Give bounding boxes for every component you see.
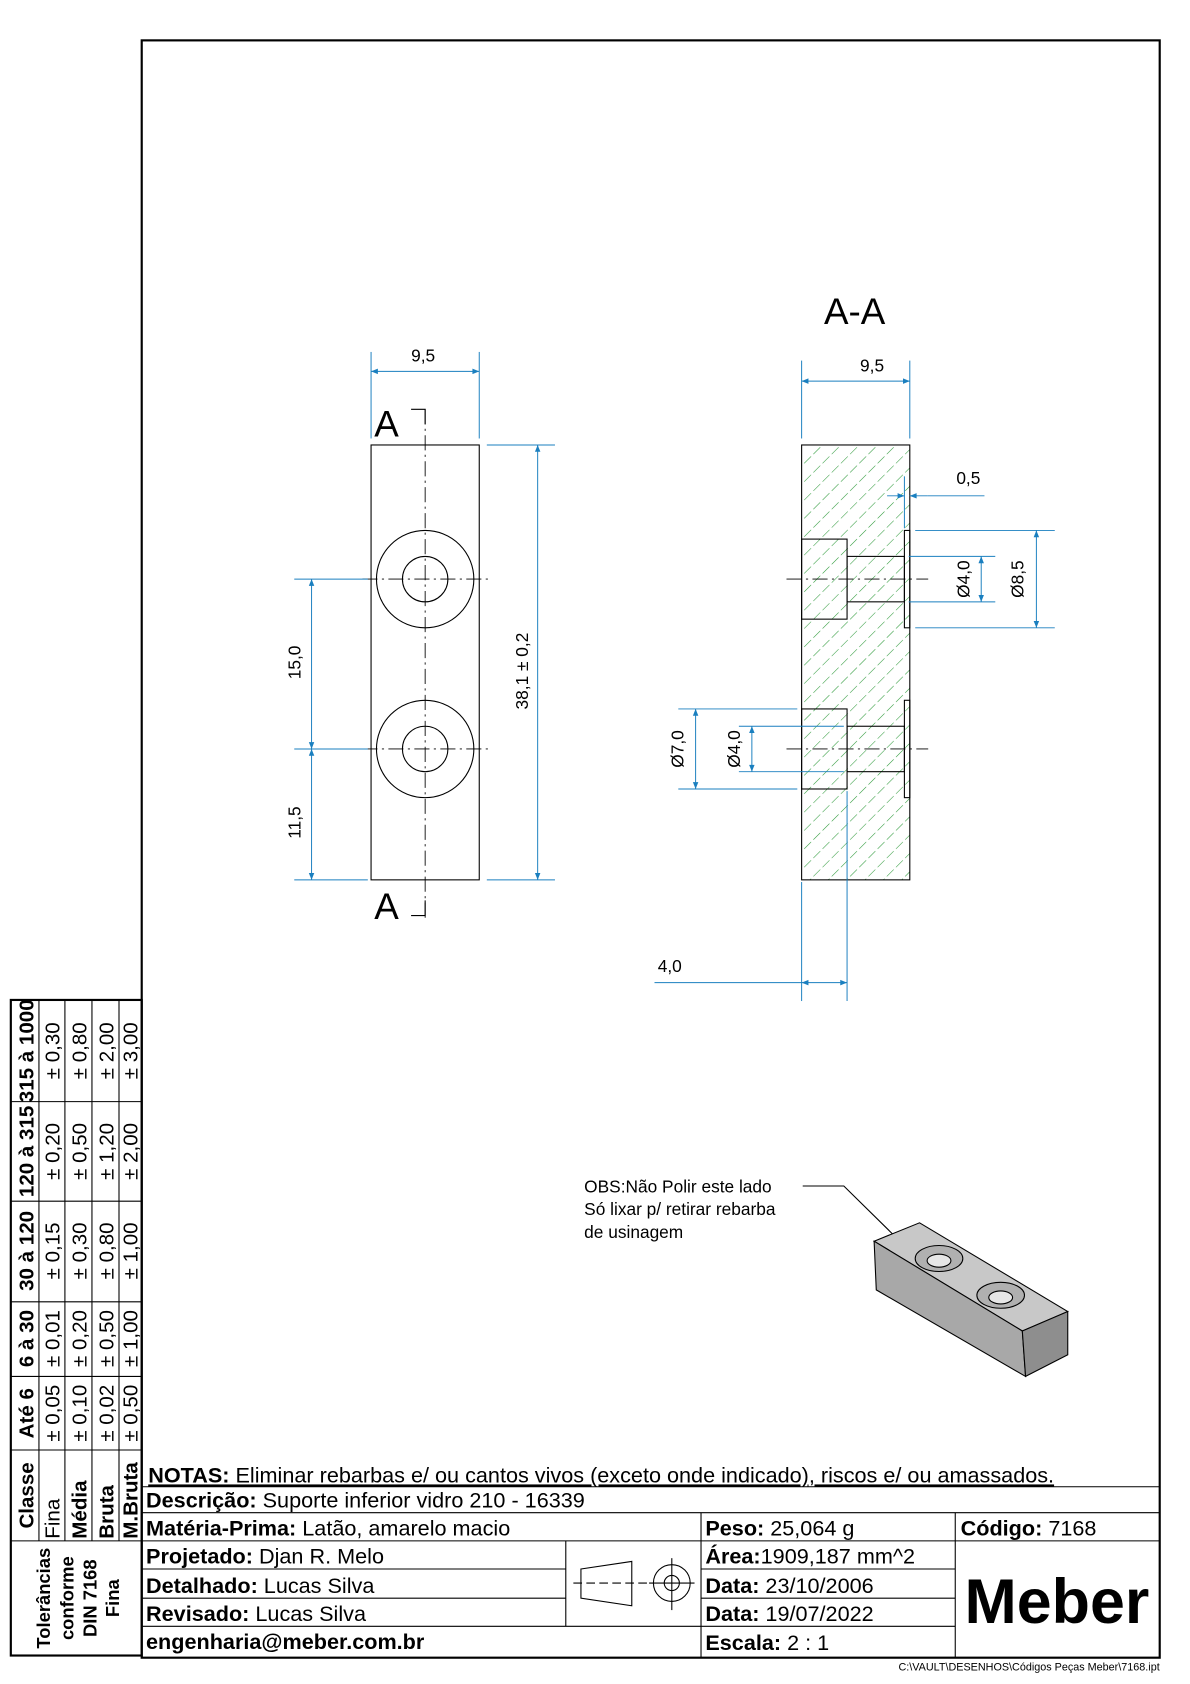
designed-by: Projetado: Djan R. Melo — [146, 1544, 384, 1569]
hole-circle — [401, 555, 449, 603]
projection-symbol-icon — [573, 1558, 695, 1611]
drawing-frame — [140, 39, 1161, 1659]
observation-note: OBS:Não Polir este lado Só lixar p/ reti… — [584, 1177, 910, 1251]
section-hatch — [801, 444, 911, 881]
tol-value: ± 0,50 — [119, 1385, 142, 1442]
dim-length: 38,1 ± 0,2 — [512, 633, 532, 710]
email: engenharia@meber.com.br — [146, 1629, 425, 1654]
tol-header: 315 à 1000 — [16, 999, 39, 1102]
tol-value: ± 0,05 — [42, 1385, 65, 1442]
tol-value: ± 0,15 — [42, 1222, 65, 1279]
dim-recess-depth: 0,5 — [956, 468, 980, 488]
hole-circle — [401, 725, 449, 773]
tolerance-table: Classe Até 6 6 à 30 30 à 120 120 à 315 3… — [9, 998, 143, 1657]
dim-hole-dia-bottom: Ø4,0 — [724, 730, 744, 767]
tol-class-m-bruta: M.Bruta — [119, 1462, 142, 1539]
tol-class-bruta: Bruta — [96, 1484, 119, 1538]
dim-width: 9,5 — [860, 355, 884, 375]
tol-header: 120 à 315 — [16, 1106, 39, 1197]
material: Matéria-Prima: Latão, amarelo macio — [146, 1515, 510, 1540]
dim-width: 9,5 — [411, 346, 435, 366]
description: Descrição: Suporte inferior vidro 210 - … — [146, 1487, 585, 1512]
tol-value: ± 0,02 — [96, 1385, 119, 1442]
tol-header: 6 à 30 — [16, 1310, 39, 1367]
area: Área:1909,187 mm^2 — [705, 1544, 915, 1569]
company-logo: Meber — [965, 1567, 1150, 1637]
tol-note: Tolerâncias — [33, 1548, 54, 1649]
tol-value: ± 1,00 — [119, 1222, 142, 1279]
created-date: Data: 23/10/2006 — [705, 1573, 873, 1598]
obs-line-2: Só lixar p/ retirar rebarba — [584, 1199, 776, 1219]
tol-value: ± 2,00 — [96, 1022, 119, 1079]
section-view-a-a: A-A 9,5 0,5 Ø8,5 Ø4,0 Ø7,0 Ø4,0 — [654, 291, 1055, 1002]
front-view: A A 9,5 38,1 ± 0,2 15,0 11,5 — [285, 346, 555, 927]
tol-value: ± 3,00 — [119, 1022, 142, 1079]
tol-value: ± 0,50 — [96, 1310, 119, 1367]
revised-date: Data: 19/07/2022 — [705, 1601, 873, 1626]
dim-counterbore-depth: 4,0 — [658, 956, 682, 976]
tol-value: ± 0,20 — [69, 1310, 92, 1367]
obs-line-1: OBS:Não Polir este lado — [584, 1177, 771, 1197]
tol-value: ± 0,80 — [69, 1022, 92, 1079]
tol-value: ± 0,30 — [69, 1222, 92, 1279]
title-block: NOTAS: Eliminar rebarbas e/ ou cantos vi… — [141, 1462, 1160, 1674]
tol-class-fina: Fina — [42, 1498, 65, 1539]
tol-header: Até 6 — [16, 1388, 39, 1438]
tol-value: ± 0,01 — [42, 1310, 65, 1367]
dim-hole-spacing: 15,0 — [285, 646, 305, 680]
tol-value: ± 0,10 — [69, 1385, 92, 1442]
section-tick — [411, 900, 426, 917]
leader-line — [802, 1185, 910, 1251]
notes: NOTAS: Eliminar rebarbas e/ ou cantos vi… — [148, 1462, 1054, 1487]
revised-by: Revisado: Lucas Silva — [146, 1601, 367, 1626]
tol-value: ± 1,20 — [96, 1123, 119, 1180]
tol-value: ± 0,20 — [42, 1123, 65, 1180]
tol-value: ± 2,00 — [119, 1123, 142, 1180]
tol-header: 30 à 120 — [16, 1211, 39, 1291]
tol-note: conforme — [57, 1556, 78, 1640]
tol-class-media: Média — [69, 1480, 92, 1539]
scale: Escala: 2 : 1 — [705, 1630, 829, 1655]
obs-line-3: de usinagem — [584, 1222, 683, 1242]
dim-hole-offset: 11,5 — [285, 806, 305, 838]
dim-counterbore-dia: Ø7,0 — [668, 730, 688, 767]
part-code: Código: 7168 — [961, 1515, 1097, 1540]
file-path: C:\VAULT\DESENHOS\Códigos Peças Meber\71… — [898, 1662, 1159, 1674]
weight: Peso: 25,064 g — [705, 1515, 854, 1540]
isometric-view — [872, 1222, 1069, 1378]
tol-note: Fina — [102, 1579, 123, 1618]
tol-value: ± 0,30 — [42, 1022, 65, 1079]
counterbore-circle — [375, 529, 475, 629]
dim-recess-dia: Ø8,5 — [1007, 560, 1027, 597]
section-mark-top: A — [374, 403, 399, 444]
tol-header-classe: Classe — [16, 1462, 39, 1528]
tol-note: DIN 7168 — [79, 1559, 100, 1637]
section-mark-bottom: A — [374, 886, 399, 927]
detailed-by: Detalhado: Lucas Silva — [146, 1573, 375, 1598]
counterbore-circle — [375, 699, 475, 799]
section-tick — [411, 408, 426, 425]
tol-value: ± 0,80 — [96, 1222, 119, 1279]
section-title: A-A — [824, 291, 886, 332]
tol-value: ± 0,50 — [69, 1123, 92, 1180]
tol-value: ± 1,00 — [119, 1310, 142, 1367]
dim-hole-dia-top: Ø4,0 — [953, 560, 973, 597]
